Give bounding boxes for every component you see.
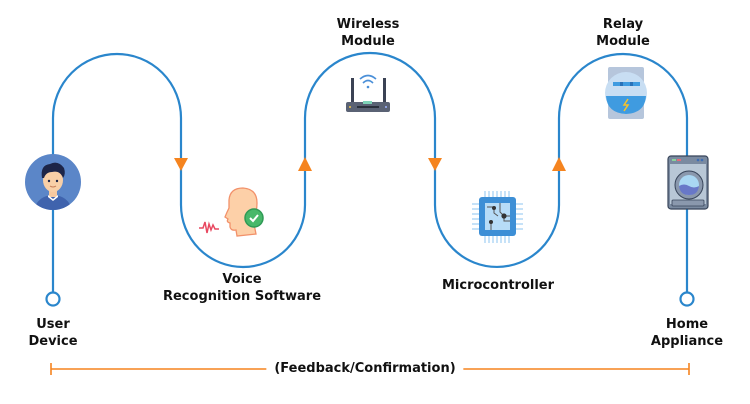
label-line: Voice xyxy=(222,272,262,287)
label-line: Home xyxy=(665,317,709,332)
end-node-circle xyxy=(679,291,695,307)
arrow-down-icon xyxy=(174,158,188,171)
power-meter-icon xyxy=(605,67,647,119)
node-label-voice-recognition: Voice Recognition Software xyxy=(163,271,321,305)
label-line: Module xyxy=(596,34,650,49)
wifi-router-icon xyxy=(346,74,390,112)
washing-machine-icon xyxy=(667,155,709,210)
node-label-home-appliance: Home Appliance xyxy=(651,316,723,350)
arrow-down-icon xyxy=(428,158,442,171)
node-label-relay-module: Relay Module xyxy=(596,16,650,50)
speaking-head-icon xyxy=(199,187,264,237)
label-line: Relay xyxy=(602,17,644,32)
arrow-up-icon xyxy=(298,157,312,171)
start-node-circle xyxy=(45,291,61,307)
label-line: Recognition Software xyxy=(162,289,322,304)
label-line: User xyxy=(36,317,70,332)
label-line: Microcontroller xyxy=(441,278,555,293)
node-label-wireless-module: Wireless Module xyxy=(337,16,400,50)
label-line: Appliance xyxy=(650,334,724,349)
label-line: Module xyxy=(341,34,395,49)
label-line: Device xyxy=(28,334,78,349)
node-label-microcontroller: Microcontroller xyxy=(442,277,554,294)
user-avatar-icon xyxy=(25,154,81,210)
feedback-label: (Feedback/Confirmation) xyxy=(266,361,464,376)
flow-path xyxy=(51,51,689,298)
node-label-user-device: User Device xyxy=(28,316,77,350)
arrow-up-icon xyxy=(552,157,566,171)
label-line: Wireless xyxy=(336,17,400,32)
chip-icon xyxy=(472,191,523,243)
